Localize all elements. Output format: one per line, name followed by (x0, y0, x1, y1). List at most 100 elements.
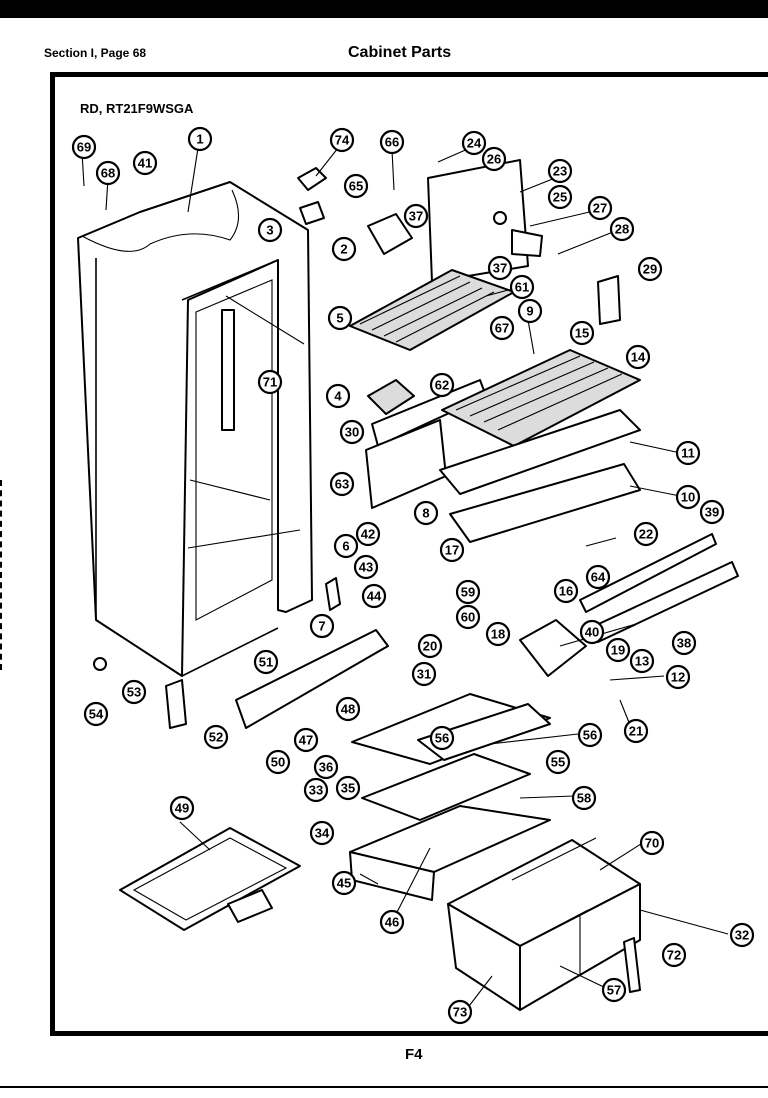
crisper-pans (447, 837, 641, 1011)
callout-28: 28 (609, 216, 635, 242)
svg-text:62: 62 (435, 378, 449, 393)
svg-text:61: 61 (515, 280, 529, 295)
callout-46: 46 (379, 909, 405, 935)
svg-text:17: 17 (445, 543, 459, 558)
cabinet-shell (77, 181, 313, 677)
callout-30: 30 (339, 419, 365, 445)
svg-text:37: 37 (409, 209, 423, 224)
callout-27: 27 (587, 195, 613, 221)
callout-10: 10 (675, 484, 701, 510)
freezer-shelf-top (349, 269, 515, 351)
svg-text:69: 69 (77, 140, 91, 155)
section-page-label: Section I, Page 68 (44, 46, 147, 60)
svg-text:59: 59 (461, 585, 475, 600)
callout-29: 29 (637, 256, 663, 282)
svg-text:18: 18 (491, 627, 505, 642)
thermostat-29 (597, 275, 621, 325)
callout-63: 63 (329, 471, 355, 497)
callout-36: 36 (313, 754, 339, 780)
svg-text:21: 21 (629, 724, 643, 739)
callout-18: 18 (485, 621, 511, 647)
svg-text:29: 29 (643, 262, 657, 277)
svg-text:58: 58 (577, 791, 591, 806)
callout-67: 67 (489, 315, 515, 341)
svg-text:63: 63 (335, 477, 349, 492)
callout-43: 43 (353, 554, 379, 580)
shelf-frame-11 (439, 409, 641, 495)
svg-text:44: 44 (367, 589, 382, 604)
callout-38: 38 (671, 630, 697, 656)
svg-text:68: 68 (101, 166, 115, 181)
callout-58: 58 (571, 785, 597, 811)
ice-tray (367, 379, 415, 415)
callout-12: 12 (665, 664, 691, 690)
svg-text:11: 11 (681, 446, 695, 461)
svg-text:24: 24 (467, 136, 482, 151)
svg-text:14: 14 (631, 350, 646, 365)
light-bracket (235, 629, 389, 729)
callout-73: 73 (447, 999, 473, 1025)
leveler-54 (93, 657, 107, 671)
callout-52: 52 (203, 724, 229, 750)
svg-text:31: 31 (417, 667, 431, 682)
svg-text:71: 71 (263, 375, 277, 390)
bottom-border-line (0, 1086, 768, 1088)
callout-14: 14 (625, 344, 651, 370)
svg-text:54: 54 (89, 707, 104, 722)
svg-text:49: 49 (175, 801, 189, 816)
svg-text:15: 15 (575, 326, 589, 341)
callout-9: 9 (517, 298, 543, 324)
svg-text:64: 64 (591, 570, 606, 585)
svg-text:73: 73 (453, 1005, 467, 1020)
crisper-frame (361, 753, 531, 821)
model-number: RD, RT21F9WSGA (80, 101, 194, 116)
callout-69: 69 (71, 134, 97, 160)
svg-text:53: 53 (127, 685, 141, 700)
svg-text:41: 41 (138, 156, 152, 171)
svg-text:48: 48 (341, 702, 355, 717)
callout-1: 1 (187, 126, 213, 152)
callout-51: 51 (253, 649, 279, 675)
callout-16: 16 (553, 578, 579, 604)
svg-text:33: 33 (309, 783, 323, 798)
svg-text:55: 55 (551, 755, 565, 770)
callout-37b: 37 (487, 255, 513, 281)
svg-text:27: 27 (593, 201, 607, 216)
svg-text:60: 60 (461, 610, 475, 625)
svg-text:2: 2 (340, 242, 347, 257)
callout-35: 35 (335, 775, 361, 801)
svg-text:37: 37 (493, 261, 507, 276)
svg-text:9: 9 (526, 304, 533, 319)
callout-56b: 56 (577, 722, 603, 748)
svg-text:19: 19 (611, 643, 625, 658)
svg-text:56: 56 (583, 728, 597, 743)
callout-6: 6 (333, 533, 359, 559)
rail-38 (589, 561, 739, 643)
svg-text:52: 52 (209, 730, 223, 745)
svg-text:50: 50 (271, 755, 285, 770)
svg-text:25: 25 (553, 190, 567, 205)
svg-text:43: 43 (359, 560, 373, 575)
svg-text:66: 66 (385, 135, 399, 150)
svg-text:47: 47 (299, 733, 313, 748)
rail-39 (579, 533, 717, 613)
scan-edge-mark (0, 480, 8, 670)
callout-20: 20 (417, 633, 443, 659)
callout-22: 22 (633, 521, 659, 547)
callout-40: 40 (579, 619, 605, 645)
callout-7: 7 (309, 613, 335, 639)
crisper-cover-front (349, 851, 435, 901)
svg-text:5: 5 (336, 311, 343, 326)
svg-text:6: 6 (342, 539, 349, 554)
callout-65: 65 (343, 173, 369, 199)
callout-53: 53 (121, 679, 147, 705)
svg-text:10: 10 (681, 490, 695, 505)
callout-5: 5 (327, 305, 353, 331)
svg-text:20: 20 (423, 639, 437, 654)
callout-64: 64 (585, 564, 611, 590)
callout-45: 45 (331, 870, 357, 896)
freezer-rear-panel (427, 159, 543, 283)
callout-8: 8 (413, 500, 439, 526)
svg-text:7: 7 (318, 619, 325, 634)
callout-24: 24 (461, 130, 487, 156)
